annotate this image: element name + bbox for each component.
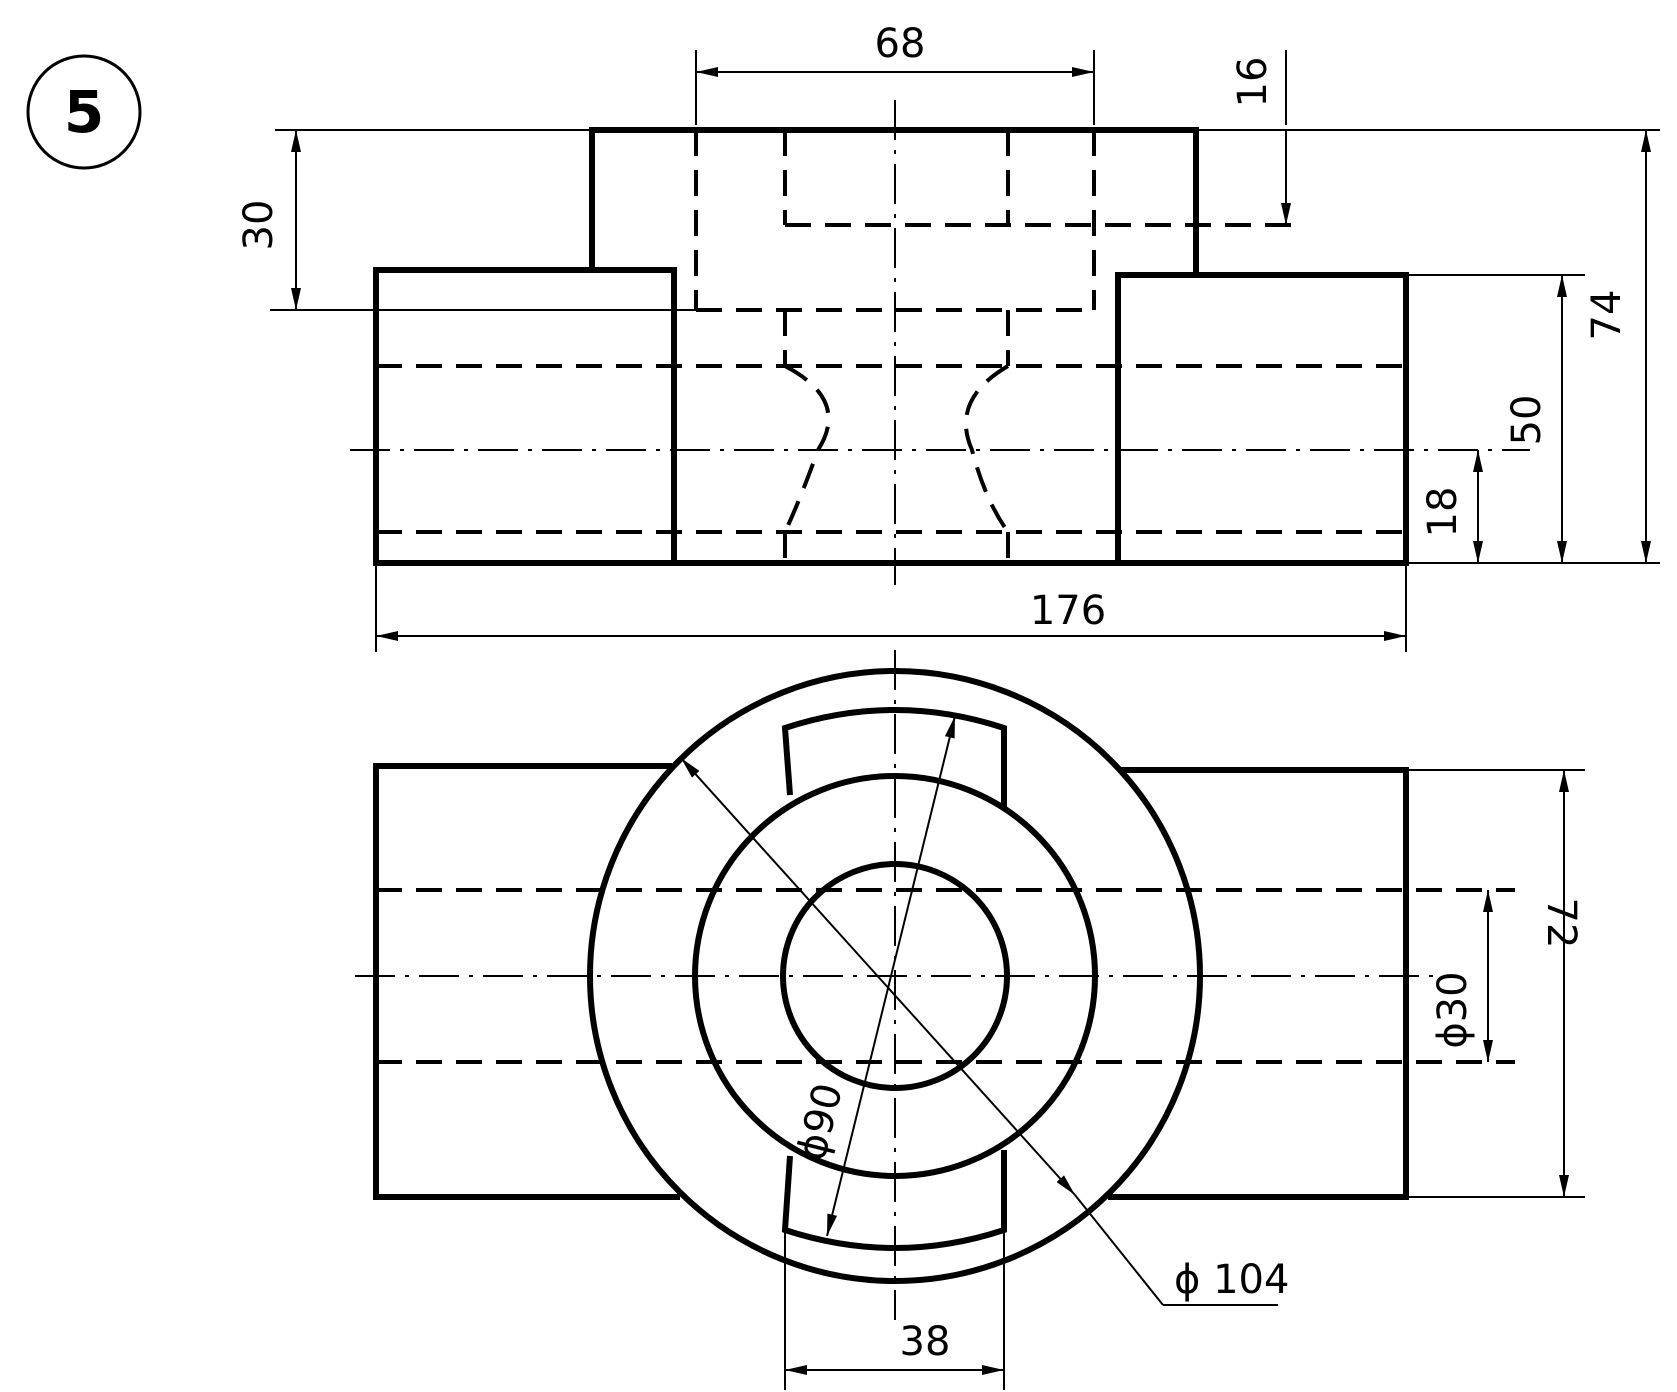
dim-38-label: 38 [900, 1319, 951, 1365]
dim-phi104-label: ϕ 104 [1174, 1257, 1289, 1303]
top-slot-upper [781, 707, 1007, 810]
dim-74-label: 74 [1584, 290, 1630, 341]
dim-phi30-label: ϕ30 [1430, 971, 1476, 1048]
front-view-outline [373, 127, 1409, 566]
dim-18-label: 18 [1420, 487, 1466, 538]
dim-72-label: 72 [1538, 898, 1584, 949]
dim-68-label: 68 [875, 21, 926, 67]
figure-number-badge: 5 [26, 54, 142, 170]
dim-50-label: 50 [1504, 395, 1550, 446]
top-view-left-box [373, 763, 680, 1200]
dim-phi104-line [680, 757, 1076, 1196]
dim-phi90-label: ϕ90 [789, 1079, 852, 1165]
front-view [350, 100, 1530, 585]
dim-phi104-leader [1074, 1194, 1164, 1306]
top-view [355, 650, 1515, 1320]
dim-30-label: 30 [236, 200, 282, 251]
top-view-right-box [1108, 767, 1409, 1200]
dim-176-label: 176 [1030, 588, 1106, 634]
front-intersection-curve-right [963, 364, 1010, 534]
figure-number: 5 [64, 78, 104, 146]
dim-16-label: 16 [1230, 57, 1276, 108]
dimensions: 68 16 30 74 50 18 176 72 ϕ30 [236, 21, 1660, 1390]
